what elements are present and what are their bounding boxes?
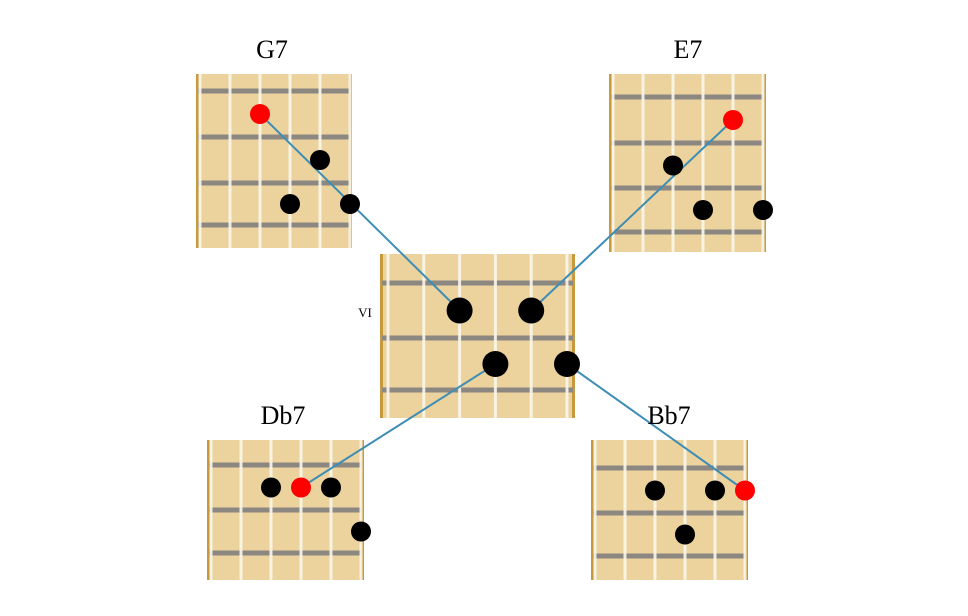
finger-dot bbox=[753, 200, 773, 220]
string-line bbox=[713, 440, 717, 580]
finger-dot bbox=[675, 524, 695, 545]
string-line bbox=[529, 254, 533, 418]
fretboard-edge bbox=[196, 74, 199, 248]
fret-line bbox=[198, 222, 350, 228]
connector-line bbox=[259, 113, 461, 312]
finger-dot bbox=[280, 194, 300, 214]
string-line bbox=[329, 440, 333, 580]
string-line bbox=[641, 74, 645, 252]
string-line bbox=[653, 440, 657, 580]
string-line bbox=[422, 254, 426, 418]
string-line bbox=[593, 440, 597, 580]
fret-line bbox=[611, 94, 764, 100]
string-line bbox=[258, 74, 262, 248]
finger-dot bbox=[693, 200, 713, 220]
string-line bbox=[623, 440, 627, 580]
finger-dot bbox=[261, 477, 281, 498]
fret-line bbox=[209, 462, 362, 468]
chord-label-g7: G7 bbox=[256, 35, 288, 64]
fretboard-background bbox=[591, 440, 748, 580]
fret-line bbox=[611, 229, 764, 235]
finger-dot bbox=[518, 297, 545, 324]
fretboard-edge bbox=[380, 254, 383, 418]
finger-dot bbox=[310, 150, 330, 170]
fret-line bbox=[382, 280, 573, 286]
common-tone-dot bbox=[291, 477, 311, 498]
chord-label-bb7: Bb7 bbox=[647, 401, 690, 430]
chord-label-db7: Db7 bbox=[261, 401, 306, 430]
string-line bbox=[493, 254, 497, 418]
fret-line bbox=[382, 387, 573, 393]
finger-dot bbox=[446, 297, 473, 324]
common-tone-dot bbox=[250, 104, 270, 124]
finger-dot bbox=[645, 480, 665, 501]
fret-line bbox=[593, 510, 746, 516]
fret-line bbox=[382, 335, 573, 341]
string-line bbox=[299, 440, 303, 580]
fretboard-edge bbox=[572, 254, 575, 418]
string-line bbox=[198, 74, 202, 248]
finger-dot bbox=[482, 351, 509, 377]
string-line bbox=[359, 440, 363, 580]
common-tone-dot bbox=[735, 480, 755, 501]
string-line bbox=[458, 254, 462, 418]
fretboard-edge bbox=[609, 74, 612, 252]
string-line bbox=[288, 74, 292, 248]
finger-dot bbox=[663, 155, 683, 176]
string-line bbox=[731, 74, 735, 252]
fret-line bbox=[611, 185, 764, 191]
string-line bbox=[701, 74, 705, 252]
string-line bbox=[348, 74, 352, 248]
string-line bbox=[209, 440, 213, 580]
fretboard-bb7 bbox=[591, 440, 748, 580]
finger-dot bbox=[554, 351, 580, 377]
connector-line bbox=[566, 363, 746, 492]
fretboard-db7 bbox=[207, 440, 364, 580]
finger-dot bbox=[340, 194, 360, 214]
common-tone-dot bbox=[723, 110, 743, 130]
string-line bbox=[228, 74, 232, 248]
fret-line bbox=[198, 88, 350, 94]
string-line bbox=[239, 440, 243, 580]
fretboard-center bbox=[380, 254, 575, 418]
fret-line bbox=[209, 550, 362, 556]
position-marker: VI bbox=[358, 305, 372, 320]
finger-dot bbox=[321, 477, 341, 498]
finger-dot bbox=[705, 480, 725, 501]
fret-line bbox=[593, 553, 746, 559]
fret-line bbox=[198, 180, 350, 186]
fret-line bbox=[209, 507, 362, 513]
fretboard-edge bbox=[591, 440, 594, 580]
string-line bbox=[611, 74, 615, 252]
fret-line bbox=[198, 134, 350, 140]
finger-dot bbox=[351, 521, 371, 542]
string-line bbox=[683, 440, 687, 580]
connector-line bbox=[300, 363, 496, 489]
string-line bbox=[761, 74, 765, 252]
connector-line bbox=[530, 119, 734, 312]
fret-line bbox=[593, 465, 746, 471]
string-line bbox=[565, 254, 569, 418]
fret-line bbox=[611, 140, 764, 146]
string-line bbox=[269, 440, 273, 580]
string-line bbox=[743, 440, 747, 580]
chord-label-e7: E7 bbox=[674, 35, 703, 64]
fretboard-edge bbox=[207, 440, 210, 580]
string-line bbox=[386, 254, 390, 418]
